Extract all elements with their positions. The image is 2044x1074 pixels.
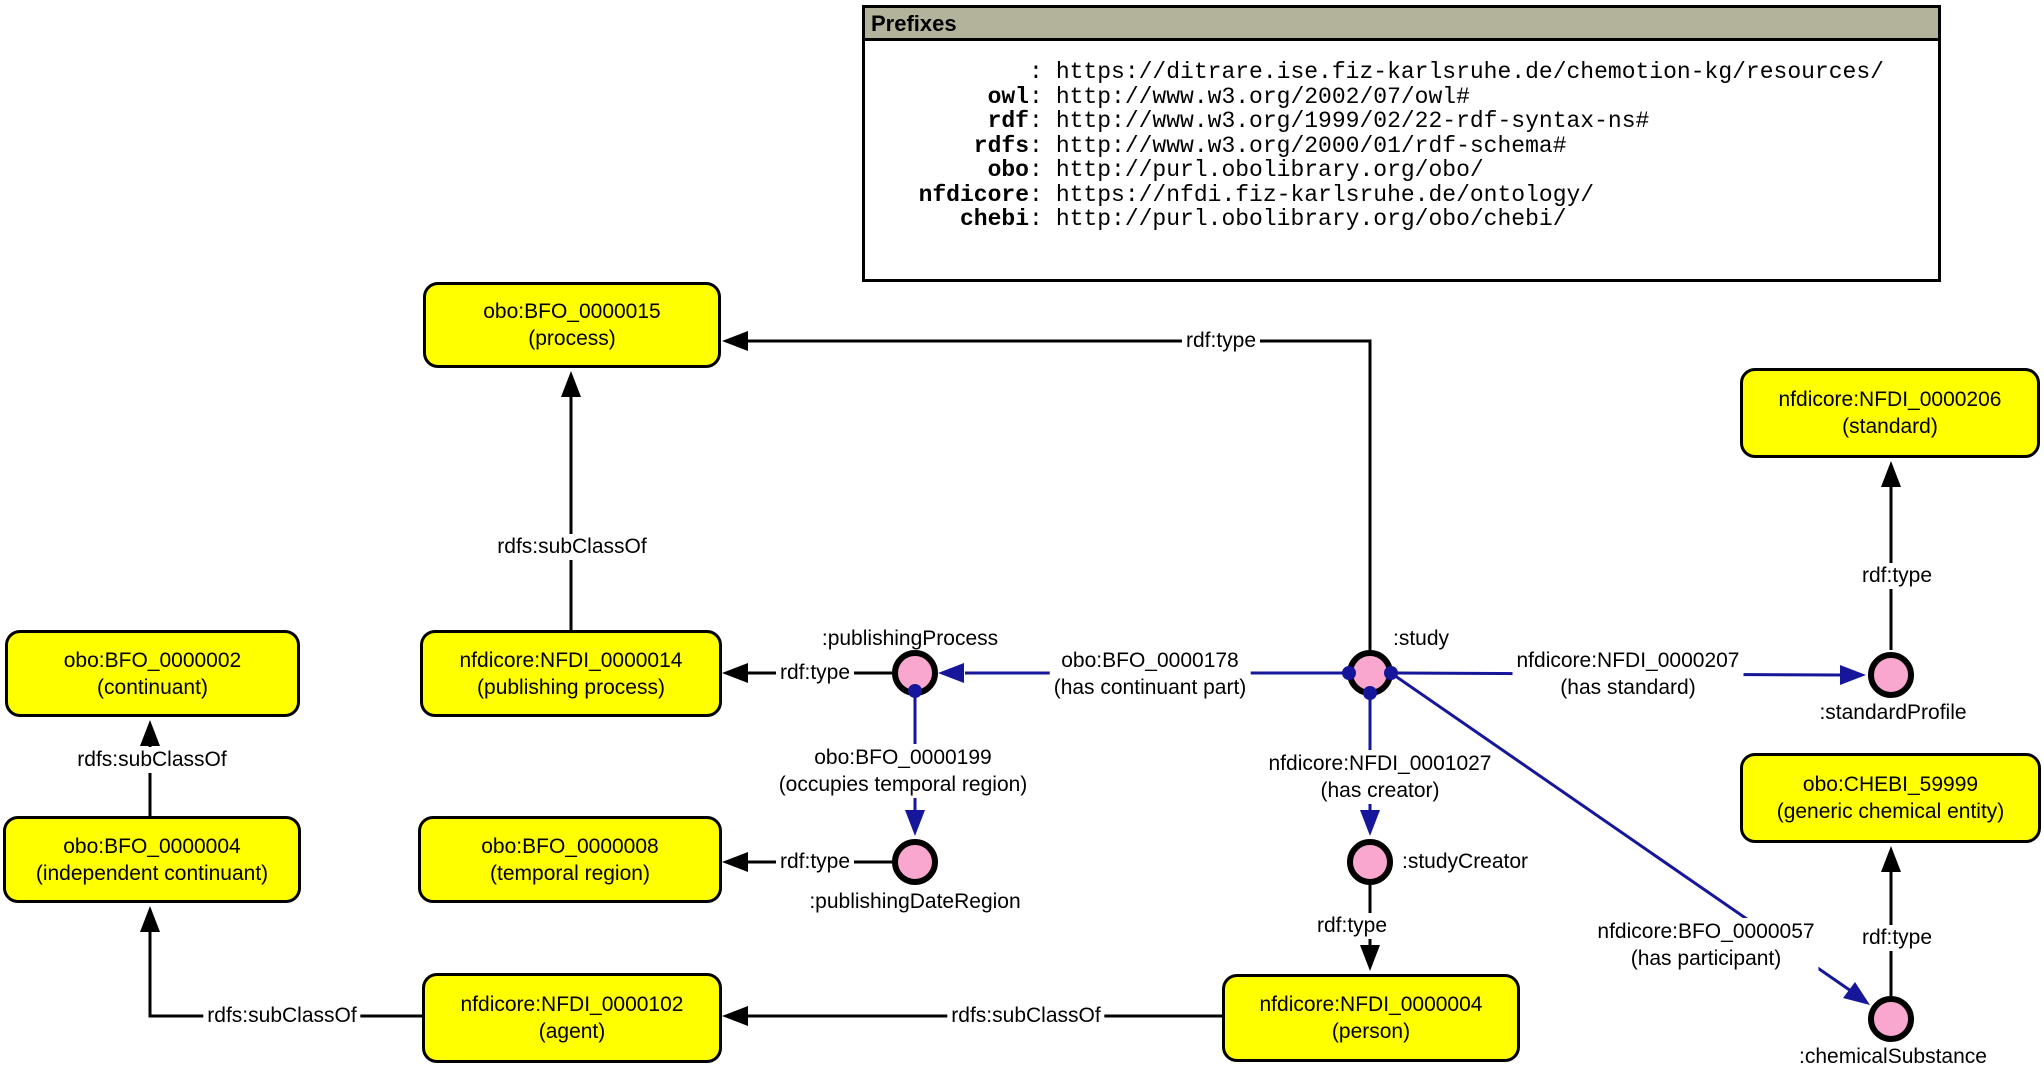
- edge-label-publishingprocess-subclass: rdfs:subClassOf: [493, 534, 651, 560]
- arrowhead-publishingprocess-subclass: [561, 371, 581, 397]
- class-node-process: obo:BFO_0000015(process): [423, 282, 721, 368]
- arrowhead-has-continuant-part: [938, 663, 964, 683]
- edge-label-agent-subclass: rdfs:subClassOf: [203, 1003, 361, 1029]
- arrowhead-agent-subclass: [140, 906, 160, 932]
- arrowhead-publishingProcess-type: [722, 663, 748, 683]
- arrowhead-chemicalSubstance-type: [1881, 846, 1901, 872]
- arrowhead-standardProfile-type: [1881, 461, 1901, 487]
- arrowhead-has-creator: [1360, 810, 1380, 836]
- class-node-independent-continuant: obo:BFO_0000004(independent continuant): [3, 816, 301, 903]
- class-node-publishing-process: nfdicore:NFDI_0000014(publishing process…: [420, 630, 722, 717]
- edge-label-publishingProcess-type: rdf:type: [775, 660, 855, 686]
- instance-node-standardProfile: [1868, 652, 1914, 698]
- edge-label-publishingDateRegion-type: rdf:type: [775, 849, 855, 875]
- instance-node-studyCreator: [1347, 839, 1393, 885]
- prefix-row: owl:http://www.w3.org/2002/07/owl#: [987, 83, 1470, 110]
- prefix-row: nfdicore:https://nfdi.fiz-karlsruhe.de/o…: [918, 181, 1595, 208]
- class-node-generic-chemical-entity: obo:CHEBI_59999(generic chemical entity): [1740, 753, 2041, 843]
- connection-dot-study-right: [1384, 666, 1398, 680]
- instance-label-publishingDateRegion: :publishingDateRegion: [809, 890, 1021, 913]
- prefix-uri: https://nfdi.fiz-karlsruhe.de/ontology/: [1055, 181, 1595, 208]
- prefix-row: :https://ditrare.ise.fiz-karlsruhe.de/ch…: [1029, 59, 1884, 85]
- instance-node-publishingProcess: [892, 650, 938, 696]
- instance-label-study: :study: [1393, 627, 1450, 650]
- connection-dot-publishingProcess-bottom: [908, 684, 922, 698]
- instance-label-studyCreator: :studyCreator: [1402, 850, 1529, 873]
- edge-label-standardProfile-type: rdf:type: [1857, 563, 1937, 589]
- class-node-standard: nfdicore:NFDI_0000206(standard): [1740, 368, 2040, 458]
- instance-label-standardProfile: :standardProfile: [1819, 701, 1967, 724]
- arrowhead-indepcontinuant-subclass: [140, 720, 160, 746]
- prefix-row: rdfs:http://www.w3.org/2000/01/rdf-schem…: [973, 132, 1567, 159]
- prefix-row: chebi:http://purl.obolibrary.org/obo/che…: [959, 206, 1567, 232]
- prefix-row: rdf:http://www.w3.org/1999/02/22-rdf-syn…: [987, 108, 1650, 134]
- edge-label-indepcontinuant-subclass: rdfs:subClassOf: [73, 747, 231, 773]
- class-node-person: nfdicore:NFDI_0000004(person): [1222, 974, 1520, 1062]
- arrowhead-studyCreator-type: [1360, 945, 1380, 971]
- instance-node-chemicalSubstance: [1868, 996, 1914, 1042]
- prefixes-panel: Prefixes :https://ditrare.ise.fiz-karlsr…: [862, 5, 1941, 282]
- edge-label-person-subclass: rdfs:subClassOf: [947, 1003, 1105, 1029]
- arrowhead-occupies-temporal-region: [905, 810, 925, 836]
- edge-label-has-standard: nfdicore:NFDI_0000207(has standard): [1512, 647, 1744, 701]
- edge-label-has-continuant-part: obo:BFO_0000178(has continuant part): [1049, 647, 1251, 701]
- prefix-uri: http://purl.obolibrary.org/obo/chebi/: [1055, 206, 1567, 232]
- prefix-uri: https://ditrare.ise.fiz-karlsruhe.de/che…: [1055, 59, 1884, 85]
- class-node-continuant: obo:BFO_0000002(continuant): [5, 630, 300, 717]
- edge-line-study-type-process: [748, 339, 1372, 650]
- instance-label-chemicalSubstance: :chemicalSubstance: [1799, 1045, 1987, 1068]
- connection-dot-study-bottom: [1363, 686, 1377, 700]
- class-node-temporal-region: obo:BFO_0000008(temporal region): [418, 816, 722, 903]
- prefix-uri: http://www.w3.org/2002/07/owl#: [1055, 83, 1470, 110]
- prefix-uri: http://purl.obolibrary.org/obo/: [1055, 157, 1484, 183]
- prefixes-list: :https://ditrare.ise.fiz-karlsruhe.de/ch…: [865, 41, 1938, 232]
- prefix-row: obo:http://purl.obolibrary.org/obo/: [987, 157, 1484, 183]
- prefix-uri: http://www.w3.org/2000/01/rdf-schema#: [1055, 132, 1567, 159]
- prefix-uri: http://www.w3.org/1999/02/22-rdf-syntax-…: [1055, 108, 1650, 134]
- edge-label-has-creator: nfdicore:NFDI_0001027(has creator): [1264, 750, 1496, 804]
- edge-label-studyCreator-type: rdf:type: [1312, 913, 1392, 939]
- edge-label-study-type-process: rdf:type: [1181, 328, 1261, 354]
- arrowhead-study-type-process: [722, 331, 748, 351]
- edge-label-occupies-temporal-region: obo:BFO_0000199(occupies temporal region…: [774, 744, 1032, 798]
- arrowhead-has-participant: [1843, 982, 1870, 1005]
- class-node-agent: nfdicore:NFDI_0000102(agent): [422, 973, 722, 1063]
- instance-label-publishingProcess: :publishingProcess: [821, 627, 999, 650]
- edge-label-chemicalSubstance-type: rdf:type: [1857, 925, 1937, 951]
- edge-label-has-participant: nfdicore:BFO_0000057(has participant): [1593, 918, 1819, 972]
- arrowhead-person-subclass: [722, 1006, 748, 1026]
- arrowhead-publishingDateRegion-type: [722, 852, 748, 872]
- arrowhead-has-standard: [1840, 665, 1866, 685]
- connection-dot-study-left: [1342, 666, 1356, 680]
- prefixes-title: Prefixes: [865, 8, 1938, 41]
- instance-node-publishingDateRegion: [892, 839, 938, 885]
